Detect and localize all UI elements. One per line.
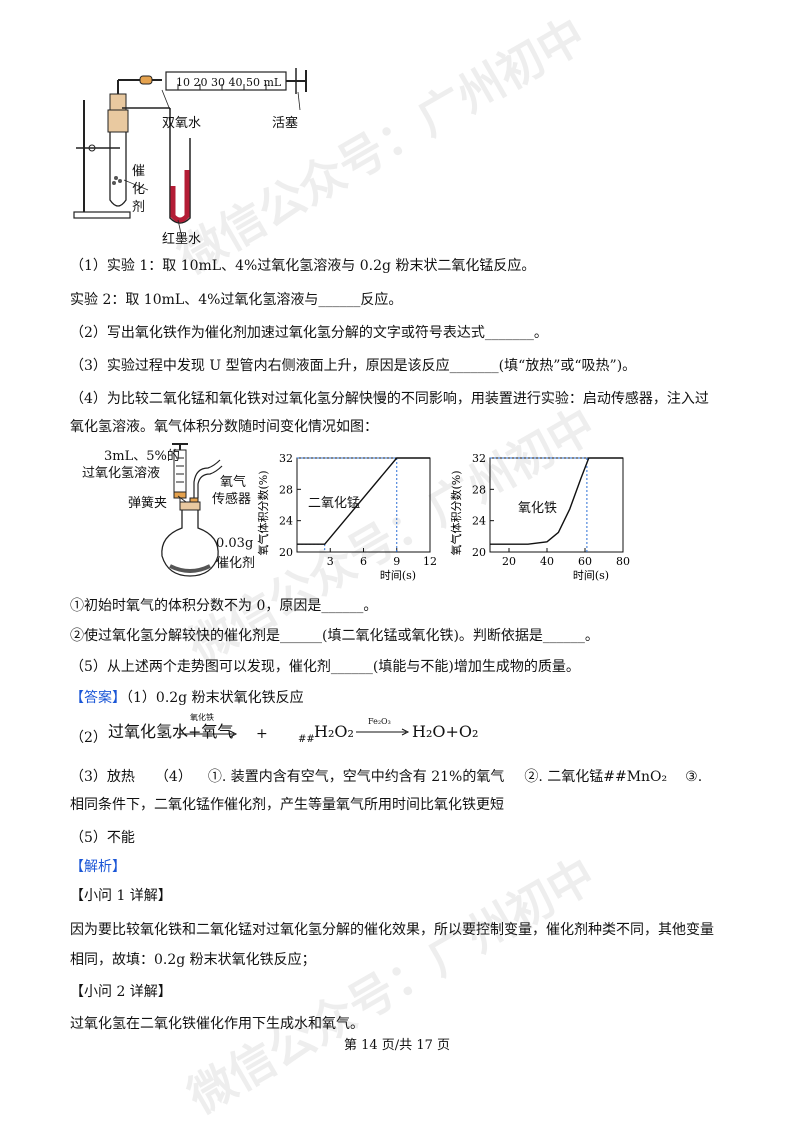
watermark: 微信公众号：广州初中	[178, 847, 605, 1124]
eq-reactant: 过氧化氢	[108, 722, 173, 741]
x-tick-label: 20	[502, 555, 516, 568]
answer-4-prefix: （4）	[154, 769, 192, 785]
x-tick-label: 3	[327, 555, 334, 568]
label-catalyst-3: 剂	[132, 200, 146, 215]
analysis-p1-line2: 相同，故填：0.2g 粉末状氧化铁反应；	[70, 952, 316, 968]
y-tick-label: 32	[279, 452, 293, 465]
eq-products: 水+氧气	[172, 722, 234, 741]
analysis-h1: 【小问 1 详解】	[70, 888, 172, 904]
q4-sub1: ①初始时氧气的体积分数不为 0，原因是______。	[70, 598, 378, 614]
answer-2-prefix: （2）	[70, 730, 107, 746]
label-cat-mass: 0.03g	[216, 536, 254, 551]
series-line	[490, 457, 623, 545]
x-tick-label: 9	[393, 555, 400, 568]
analysis-h2: 【小问 2 详解】	[70, 984, 172, 1000]
answer-4-3: 相同条件下，二氧化锰作催化剂，产生等量氧气所用时间比氧化铁更短	[70, 797, 504, 813]
series-line	[297, 457, 430, 545]
y-tick-label: 20	[279, 546, 293, 559]
chart2-series-label: 氧化铁	[518, 501, 558, 516]
q5: （5）从上述两个走势图可以发现，催化剂______(填能与不能)增加生成物的质量…	[70, 659, 580, 675]
eq-hash: ##	[298, 734, 315, 745]
apparatus-1-diagram	[73, 68, 307, 239]
eq-condition: 氧化铁	[190, 713, 214, 722]
q4-line1: （4）为比较二氧化锰和氧化铁对过氧化氢分解快慢的不同影响，用装置进行实验：启动传…	[70, 391, 709, 407]
answer-5: （5）不能	[70, 830, 135, 846]
label-sensor-1: 氧气	[220, 475, 247, 490]
y-tick-label: 28	[472, 483, 486, 496]
answer-4-2: 二氧化锰##MnO₂	[547, 769, 668, 785]
answer-3: （3）放热	[70, 769, 135, 785]
analysis-p1-line1: 因为要比较氧化铁和二氧化锰对过氧化氢分解的催化效果，所以要控制变量，催化剂种类不…	[70, 922, 714, 938]
y-axis-label: 氧气体积分数(%)	[449, 470, 463, 555]
label-catalyst-2: 化	[132, 182, 146, 197]
answer-4-1: 装置内含有空气，空气中约含有 21%的氧气	[230, 769, 505, 785]
apparatus-2-diagram	[161, 443, 223, 577]
plot-frame	[489, 457, 624, 553]
label-clip: 弹簧夹	[128, 496, 168, 511]
y-axis-label: 氧气体积分数(%)	[256, 470, 270, 555]
label-sensor-2: 传感器	[212, 492, 252, 507]
answer-4-1-num: ①.	[207, 769, 227, 785]
x-tick-label: 6	[360, 555, 367, 568]
eq-arrow-1	[178, 730, 238, 738]
q2: （2）写出氧化铁作为催化剂加速过氧化氢分解的文字或符号表达式_______。	[70, 325, 548, 341]
x-tick-label: 40	[540, 555, 554, 568]
chart-fe2o3: 20 24 28 32 20 40 60 80 时间(s) 氧气体积分数(%)	[449, 452, 630, 582]
label-h2o2: 双氧水	[162, 116, 202, 131]
analysis-tag: 【解析】	[70, 859, 126, 875]
y-tick-label: 28	[279, 483, 293, 496]
x-tick-label: 80	[616, 555, 630, 568]
label-solution-2: 过氧化氢溶液	[82, 466, 161, 481]
page-footer: 第 14 页/共 17 页	[344, 1038, 450, 1053]
x-axis-label: 时间(s)	[380, 569, 416, 582]
chart1-series-label: 二氧化锰	[308, 496, 361, 511]
label-catalyst-1: 催	[132, 164, 146, 179]
x-axis-label: 时间(s)	[573, 569, 609, 582]
syringe-scale: 10 20 30 40 50 mL	[176, 76, 282, 89]
eq-formula-cond: Fe₂O₃	[368, 717, 391, 726]
q1-exp2: 实验 2：取 10mL、4%过氧化氢溶液与______反应。	[70, 292, 403, 308]
answer-1: （1）0.2g 粉末状氧化铁反应	[126, 690, 304, 706]
label-cat: 催化剂	[216, 556, 256, 571]
eq-formula-rhs: H₂O+O₂	[412, 722, 479, 741]
label-red-ink: 红墨水	[162, 232, 202, 247]
q3: （3）实验过程中发现 U 型管内右侧液面上升，原因是该反应_______(填“放…	[70, 358, 637, 374]
q1-exp1: （1）实验 1：取 10mL、4%过氧化氢溶液与 0.2g 粉末状二氧化锰反应。	[70, 258, 536, 274]
label-solution-1: 3mL、5%的	[104, 449, 180, 464]
answer-2-word-eq: 过氧化氢水+氧气	[108, 718, 233, 742]
analysis-p2: 过氧化氢在二氧化铁催化作用下生成水和氧气。	[70, 1016, 364, 1032]
eq-formula-lhs: H₂O₂	[314, 722, 354, 741]
answer-4-3-num: ③.	[685, 769, 703, 785]
eq-plus: +	[256, 726, 268, 742]
label-piston: 活塞	[272, 116, 299, 131]
y-tick-label: 24	[472, 515, 486, 528]
eq-arrow-2	[356, 728, 410, 736]
answer-tag: 【答案】	[70, 690, 126, 706]
x-tick-label: 12	[423, 555, 437, 568]
y-tick-label: 20	[472, 546, 486, 559]
y-tick-label: 32	[472, 452, 486, 465]
q4-line2: 氧化氢溶液。氧气体积分数随时间变化情况如图：	[70, 419, 378, 435]
x-tick-label: 60	[578, 555, 592, 568]
q4-sub2: ②使过氧化氢分解较快的催化剂是______(填二氧化锰或氧化铁)。判断依据是__…	[70, 628, 599, 644]
answer-4-2-num: ②.	[524, 769, 543, 785]
y-tick-label: 24	[279, 515, 293, 528]
